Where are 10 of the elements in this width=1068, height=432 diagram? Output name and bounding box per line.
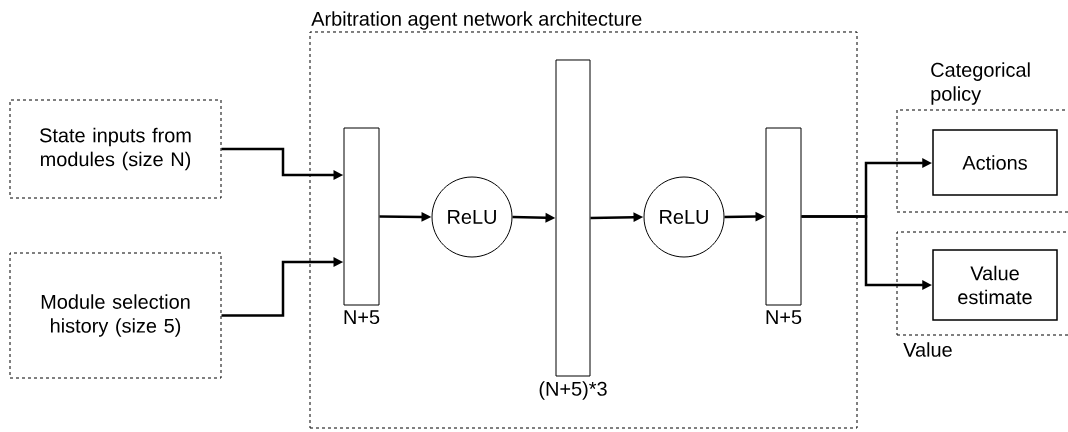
output-box: Value estimate <box>932 249 1058 321</box>
group-heading: Value <box>903 342 952 357</box>
group-heading: Categorical policy <box>931 62 1030 105</box>
input-box: Module selection history (size 5) <box>9 252 222 379</box>
size-label: (N+5)*3 <box>539 381 607 400</box>
input-box: State inputs from modules (size N) <box>9 99 222 199</box>
output-box: Actions <box>932 129 1058 196</box>
size-label: N+5 <box>344 310 380 325</box>
size-label: N+5 <box>766 310 802 325</box>
group-heading: Arbitration agent network architecture <box>311 11 642 30</box>
